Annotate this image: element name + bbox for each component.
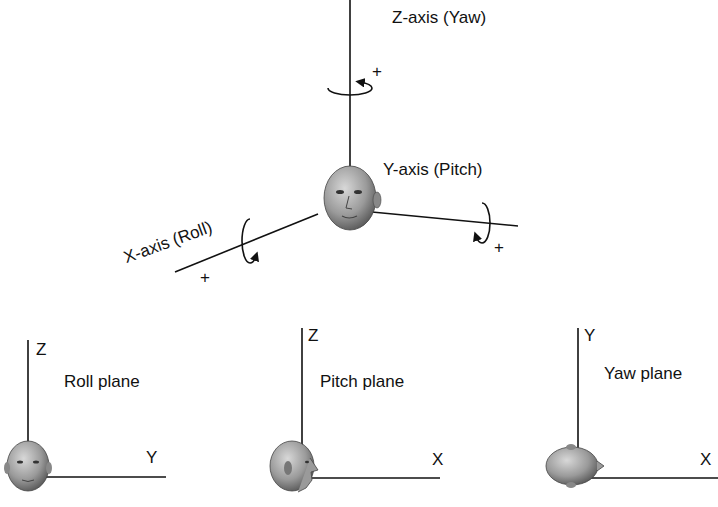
rotation-sign: + — [494, 238, 504, 258]
plane-title: Roll plane — [64, 372, 140, 392]
rotation-sign: + — [200, 268, 210, 288]
axis-name: Y — [146, 448, 157, 468]
z-axis-line — [349, 0, 351, 168]
axis-name: X — [432, 450, 443, 470]
axis-name: Y — [584, 326, 595, 346]
rotation-sign: + — [372, 62, 382, 82]
plane-axis — [302, 477, 440, 479]
axis-name: Z — [308, 326, 318, 346]
head — [324, 166, 381, 230]
pitch-rotation-arrow — [476, 203, 490, 243]
head-top — [546, 444, 604, 488]
axis-title: Y-axis (Pitch) — [383, 160, 483, 180]
roll-rotation-arrow — [242, 219, 256, 263]
head-front — [4, 441, 52, 491]
axis-title: Z-axis (Yaw) — [392, 8, 486, 28]
yaw-rotation-arrow — [328, 82, 372, 95]
axis-name: X — [700, 450, 711, 470]
axis-title: X-axis (Roll) — [121, 218, 215, 268]
plane-title: Yaw plane — [604, 364, 682, 384]
plane-axis — [28, 476, 166, 478]
plane-title: Pitch plane — [320, 372, 404, 392]
head-side — [270, 441, 318, 492]
plane-axis — [578, 477, 718, 479]
axis-name: Z — [36, 340, 46, 360]
y-axis-line — [372, 212, 518, 226]
